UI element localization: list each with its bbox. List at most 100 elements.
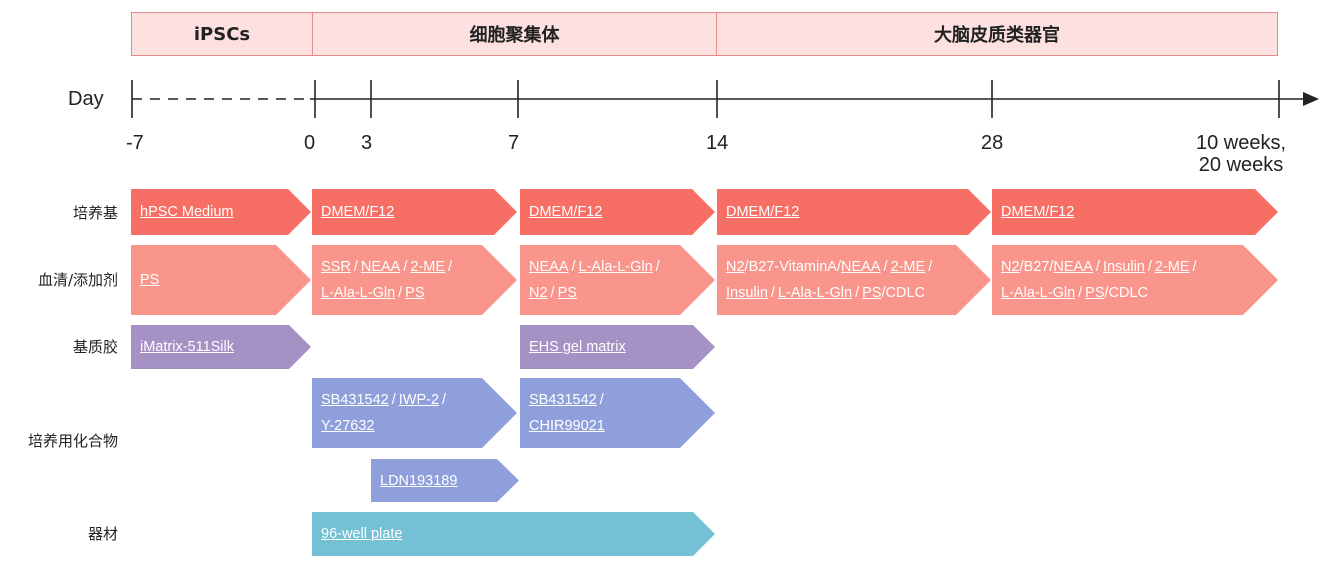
tick-label: 14 [706, 132, 729, 154]
reagent-link[interactable]: PS [140, 272, 160, 288]
block-line: Y-27632 [321, 413, 449, 439]
reagent-link[interactable]: PS [1085, 285, 1105, 301]
reagent-link[interactable]: iMatrix-511Silk [140, 339, 235, 355]
block-line: 96-well plate [321, 521, 402, 547]
reagent-link[interactable]: CHIR99021 [529, 418, 605, 434]
block-text: DMEM/F12 [529, 199, 602, 225]
medium-block: DMEM/F12 [717, 189, 991, 235]
block-line: L-Ala-L-Gln/PS [321, 280, 455, 306]
separator: / [571, 259, 576, 275]
separator: / [550, 285, 555, 301]
separator: / [928, 259, 933, 275]
separator: /CDLC [881, 285, 925, 301]
reagent-link[interactable]: hPSC Medium [140, 204, 234, 220]
block-line: LDN193189 [380, 468, 457, 494]
reagent-link[interactable]: NEAA [1053, 259, 1093, 275]
block-text: 96-well plate [321, 521, 402, 547]
reagent-link[interactable]: PS [405, 285, 425, 301]
block-text: SSR/NEAA/2-ME/L-Ala-L-Gln/PS [321, 254, 455, 306]
tick-label: 0 [304, 132, 316, 154]
stage-ipscs: iPSCs [131, 12, 313, 56]
reagent-link[interactable]: Y-27632 [321, 418, 375, 434]
reagent-link[interactable]: 2-ME [410, 259, 446, 275]
timeline-axis [131, 80, 1319, 118]
medium-block: hPSC Medium [131, 189, 311, 235]
reagent-link[interactable]: Insulin [1102, 259, 1145, 275]
separator: / [403, 259, 408, 275]
reagent-link[interactable]: DMEM/F12 [321, 204, 395, 220]
separator: / [883, 259, 888, 275]
block-text: LDN193189 [380, 468, 457, 494]
separator: / [442, 392, 447, 408]
tick-label: 7 [508, 132, 520, 154]
reagent-link[interactable]: PS [557, 285, 577, 301]
block-text: EHS gel matrix [529, 334, 626, 360]
timeline-arrowhead-icon [1303, 92, 1319, 106]
block-text: iMatrix-511Silk [140, 334, 234, 360]
separator: /B27-VitaminA/ [744, 259, 841, 275]
reagent-link[interactable]: IWP-2 [398, 392, 440, 408]
reagent-link[interactable]: NEAA [360, 259, 401, 275]
block-text: NEAA/L-Ala-L-Gln/N2/PS [529, 254, 663, 306]
reagent-link[interactable]: 2-ME [890, 259, 926, 275]
compound-block: SB431542/IWP-2/Y-27632 [312, 378, 517, 448]
reagent-link[interactable]: L-Ala-L-Gln [578, 259, 653, 275]
block-line: SB431542/ [529, 387, 607, 413]
block-line: CHIR99021 [529, 413, 607, 439]
row-label-medium: 培养基 [72, 204, 118, 222]
reagent-link[interactable]: N2 [1001, 259, 1020, 275]
reagent-link[interactable]: Insulin [726, 285, 768, 301]
compound-block: SB431542/CHIR99021 [520, 378, 715, 448]
separator: / [1147, 259, 1152, 275]
row-label-matrix: 基质胶 [72, 338, 118, 356]
reagent-link[interactable]: NEAA [529, 259, 569, 275]
block-line: DMEM/F12 [1001, 199, 1074, 225]
separator: / [655, 259, 660, 275]
block-line: hPSC Medium [140, 199, 233, 225]
reagent-link[interactable]: PS [862, 285, 882, 301]
matrix-block: iMatrix-511Silk [131, 325, 311, 369]
block-text: DMEM/F12 [1001, 199, 1074, 225]
stage-cortical-organoid: 大脑皮质类器官 [716, 12, 1278, 56]
block-text: SB431542/CHIR99021 [529, 387, 607, 439]
separator: / [448, 259, 453, 275]
reagent-link[interactable]: SB431542 [529, 392, 597, 408]
block-line: L-Ala-L-Gln/PS/CDLC [1001, 280, 1200, 306]
reagent-link[interactable]: N2 [529, 285, 548, 301]
separator: / [1078, 285, 1083, 301]
serum-block: PS [131, 245, 311, 315]
reagent-link[interactable]: N2 [726, 259, 745, 275]
block-line: N2/PS [529, 280, 663, 306]
stage-cell-aggregate: 细胞聚集体 [312, 12, 717, 56]
reagent-link[interactable]: L-Ala-L-Gln [321, 285, 396, 301]
separator: / [599, 392, 604, 408]
reagent-link[interactable]: 96-well plate [321, 526, 403, 542]
separator: / [770, 285, 775, 301]
separator: /CDLC [1104, 285, 1149, 301]
matrix-block: EHS gel matrix [520, 325, 715, 369]
block-text: N2/B27/NEAA/Insulin/2-ME/L-Ala-L-Gln/PS/… [1001, 254, 1200, 306]
serum-block: SSR/NEAA/2-ME/L-Ala-L-Gln/PS [312, 245, 517, 315]
block-line: DMEM/F12 [321, 199, 394, 225]
tick-label: 3 [361, 132, 373, 154]
block-text: hPSC Medium [140, 199, 233, 225]
reagent-link[interactable]: DMEM/F12 [529, 204, 603, 220]
timeline-axis-label: Day [68, 88, 104, 110]
reagent-link[interactable]: EHS gel matrix [529, 339, 626, 355]
reagent-link[interactable]: DMEM/F12 [726, 204, 800, 220]
block-line: iMatrix-511Silk [140, 334, 234, 360]
reagent-link[interactable]: L-Ala-L-Gln [777, 285, 853, 301]
reagent-link[interactable]: SSR [321, 259, 351, 275]
block-line: DMEM/F12 [726, 199, 799, 225]
reagent-link[interactable]: NEAA [841, 259, 881, 275]
row-label-compounds: 培养用化合物 [27, 432, 118, 450]
reagent-link[interactable]: SB431542 [321, 392, 389, 408]
reagent-link[interactable]: 2-ME [1154, 259, 1190, 275]
reagent-link[interactable]: LDN193189 [380, 472, 458, 489]
reagent-link[interactable]: DMEM/F12 [1001, 204, 1075, 220]
block-line: EHS gel matrix [529, 334, 626, 360]
block-line: N2/B27-VitaminA/NEAA/2-ME/ [726, 254, 935, 280]
reagent-link[interactable]: L-Ala-L-Gln [1001, 285, 1076, 301]
block-text: PS [140, 267, 159, 293]
tick-label: 28 [981, 132, 1004, 154]
